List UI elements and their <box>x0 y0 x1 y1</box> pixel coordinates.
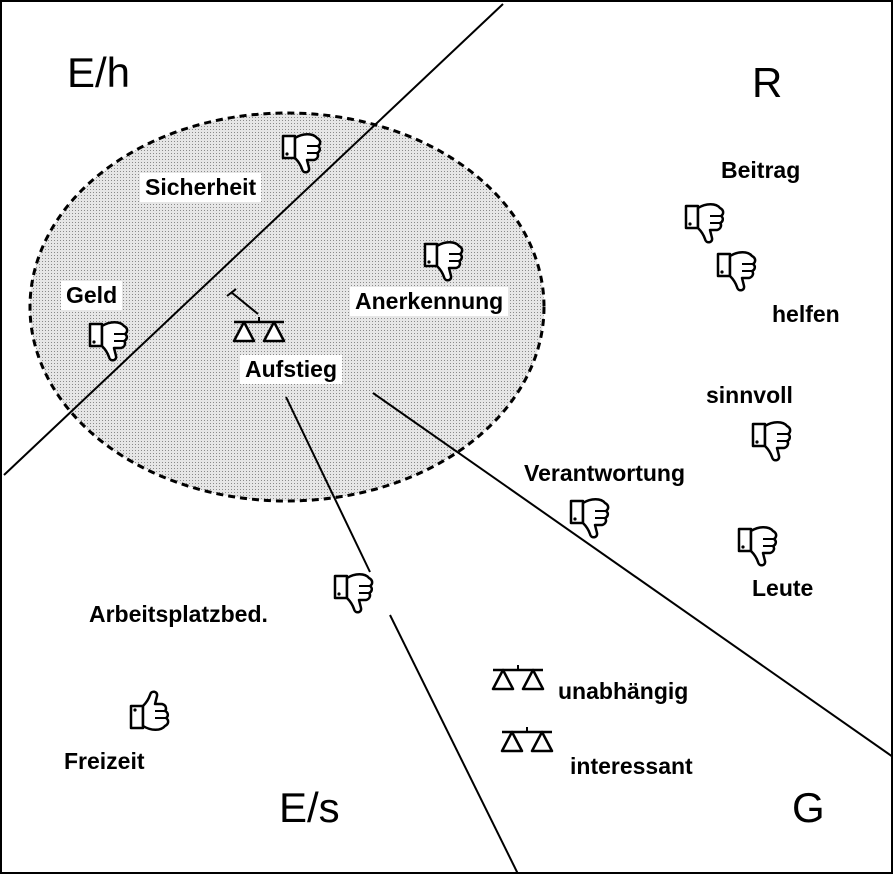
region-label-es: E/s <box>279 784 340 831</box>
term-verantwortung: Verantwortung <box>524 460 686 486</box>
divider-line-upper <box>3 3 504 476</box>
term-sicherheit: Sicherheit <box>140 173 262 202</box>
region-label-eh: E/h <box>67 49 131 96</box>
region-label-g: G <box>792 784 825 831</box>
term-arbeitsplatzbed: Arbeitsplatzbed. <box>89 601 268 627</box>
thumbs-down-icon <box>569 498 610 539</box>
thumbs-down-icon <box>333 573 374 614</box>
term-leute: Leute <box>752 575 814 601</box>
balance-scale-icon <box>491 664 545 691</box>
thumbs-down-icon <box>751 421 792 462</box>
highlighted-cluster-ellipse <box>28 111 546 503</box>
divider-line-lower-left <box>285 396 371 573</box>
region-label-r: R <box>752 59 783 106</box>
divider-line-lower-right <box>372 392 893 758</box>
thumbs-down-icon <box>684 203 725 244</box>
term-beitrag: Beitrag <box>721 157 801 183</box>
term-aufstieg: Aufstieg <box>240 355 342 384</box>
term-geld: Geld <box>61 281 123 310</box>
term-unabhaengig: unabhängig <box>558 678 689 704</box>
term-freizeit: Freizeit <box>64 748 145 774</box>
balance-scale-icon <box>500 726 554 753</box>
divider-line-lower-left <box>389 614 519 874</box>
thumbs-down-icon <box>716 251 757 292</box>
term-anerkennung: Anerkennung <box>350 287 509 316</box>
term-interessant: interessant <box>570 753 693 779</box>
term-helfen: helfen <box>772 301 840 327</box>
term-sinnvoll: sinnvoll <box>706 382 793 408</box>
thumbs-up-icon <box>129 690 170 731</box>
divider-mark <box>226 288 237 297</box>
thumbs-down-icon <box>737 526 778 567</box>
divider-line-lower-left <box>230 291 259 315</box>
